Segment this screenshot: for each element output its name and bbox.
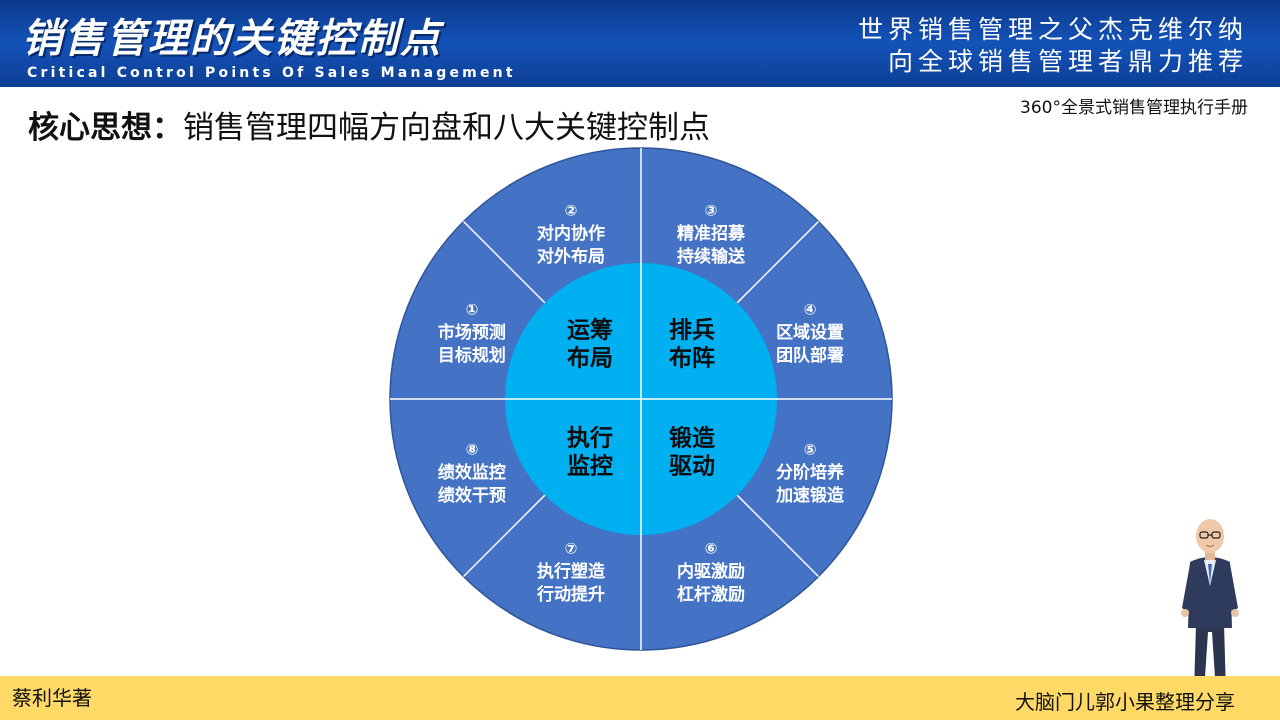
outer-label-text: 市场预测: [438, 322, 506, 343]
control-wheel: ① 市场预测目标规划 ② 对内协作对外布局 ③ 精准招募持续输送 ④ 区域设置团队部署 ⑤ 分阶培…: [388, 146, 894, 652]
outer-label-number: ②: [565, 201, 578, 219]
outer-label-number: ④: [804, 300, 817, 318]
inner-label-text: 布局: [567, 345, 613, 372]
inner-label-text: 排兵: [669, 318, 715, 344]
outer-label-text: 团队部署: [776, 345, 844, 366]
outer-divider: [462, 494, 546, 578]
page-subtitle-en: Critical Control Points Of Sales Managem…: [27, 65, 516, 81]
outer-label-text: 杠杆激励: [677, 584, 745, 605]
outer-divider: [736, 494, 820, 578]
core-idea: 核心思想：销售管理四幅方向盘和八大关键控制点: [28, 102, 710, 147]
outer-label-number: ③: [705, 201, 718, 219]
outer-label-number: ①: [466, 300, 479, 318]
inner-label-text: 驱动: [669, 454, 715, 480]
inner-label-text: 锻造: [669, 425, 716, 452]
header-tagline: 世界销售管理之父杰克维尔纳 向全球销售管理者鼎力推荐: [858, 14, 1248, 78]
handbook-label: 360°全景式销售管理执行手册: [1020, 98, 1248, 118]
outer-label-text: 分阶培养: [776, 462, 845, 483]
outer-label-text: 执行塑造: [537, 561, 606, 582]
inner-label-text: 布阵: [669, 345, 715, 372]
outer-label-text: 绩效监控: [438, 462, 506, 483]
outer-label-text: 内驱激励: [677, 561, 745, 582]
outer-label-text: 绩效干预: [438, 485, 506, 506]
header-banner: [0, 0, 1280, 87]
footer-bar: [0, 676, 1280, 720]
page-title: 销售管理的关键控制点: [22, 16, 442, 62]
outer-label-text: 精准招募: [677, 223, 746, 244]
outer-label-text: 对内协作: [537, 223, 605, 244]
outer-label-number: ⑦: [565, 540, 578, 558]
outer-label-text: 行动提升: [536, 584, 605, 605]
outer-divider: [462, 220, 546, 304]
outer-label-number: ⑧: [466, 441, 479, 459]
outer-label-text: 目标规划: [438, 345, 506, 366]
author-credit: 蔡利华著: [12, 686, 92, 710]
core-idea-label: 核心思想：: [28, 110, 183, 146]
inner-label-text: 运筹: [567, 317, 613, 344]
outer-label-text: 对外布局: [537, 246, 605, 267]
outer-label-number: ⑥: [705, 540, 718, 558]
outer-label-text: 持续输送: [677, 246, 746, 267]
header-tagline-line2: 向全球销售管理者鼎力推荐: [887, 47, 1248, 76]
outer-label-number: ⑤: [804, 441, 817, 459]
core-idea-text: 销售管理四幅方向盘和八大关键控制点: [183, 110, 710, 146]
presenter-avatar: [1168, 512, 1252, 702]
outer-divider: [736, 220, 820, 304]
outer-label-text: 区域设置: [776, 322, 844, 343]
header-tagline-line1: 世界销售管理之父杰克维尔纳: [857, 15, 1248, 44]
inner-label-text: 执行: [567, 425, 613, 452]
inner-label-text: 监控: [567, 453, 613, 480]
sharer-credit: 大脑门儿郭小果整理分享: [1015, 690, 1235, 714]
outer-label-text: 加速锻造: [775, 485, 845, 506]
